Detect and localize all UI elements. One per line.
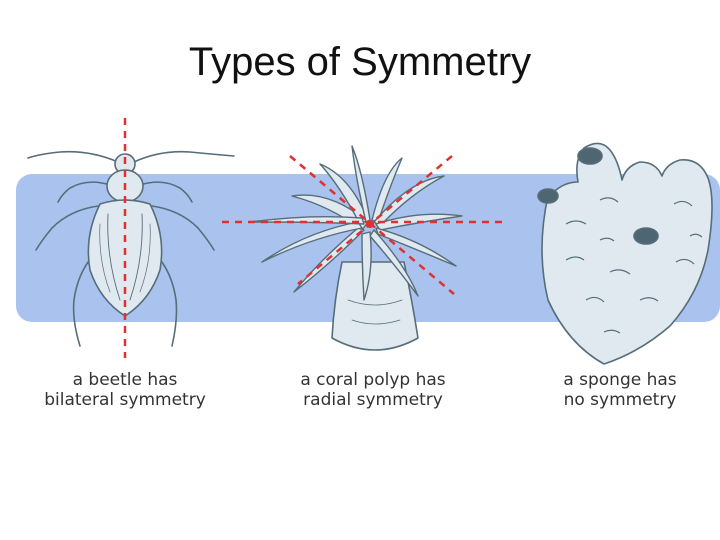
page-title: Types of Symmetry (188, 40, 532, 84)
beetle-caption: a beetle has bilateral symmetry (44, 370, 206, 410)
coral-polyp-caption: a coral polyp has radial symmetry (300, 370, 446, 410)
symmetry-figure (16, 118, 720, 365)
sponge-caption: a sponge has no symmetry (563, 370, 677, 410)
radial-center (366, 220, 374, 228)
sponge-icon (537, 142, 713, 365)
coral-polyp-icon (249, 145, 463, 351)
